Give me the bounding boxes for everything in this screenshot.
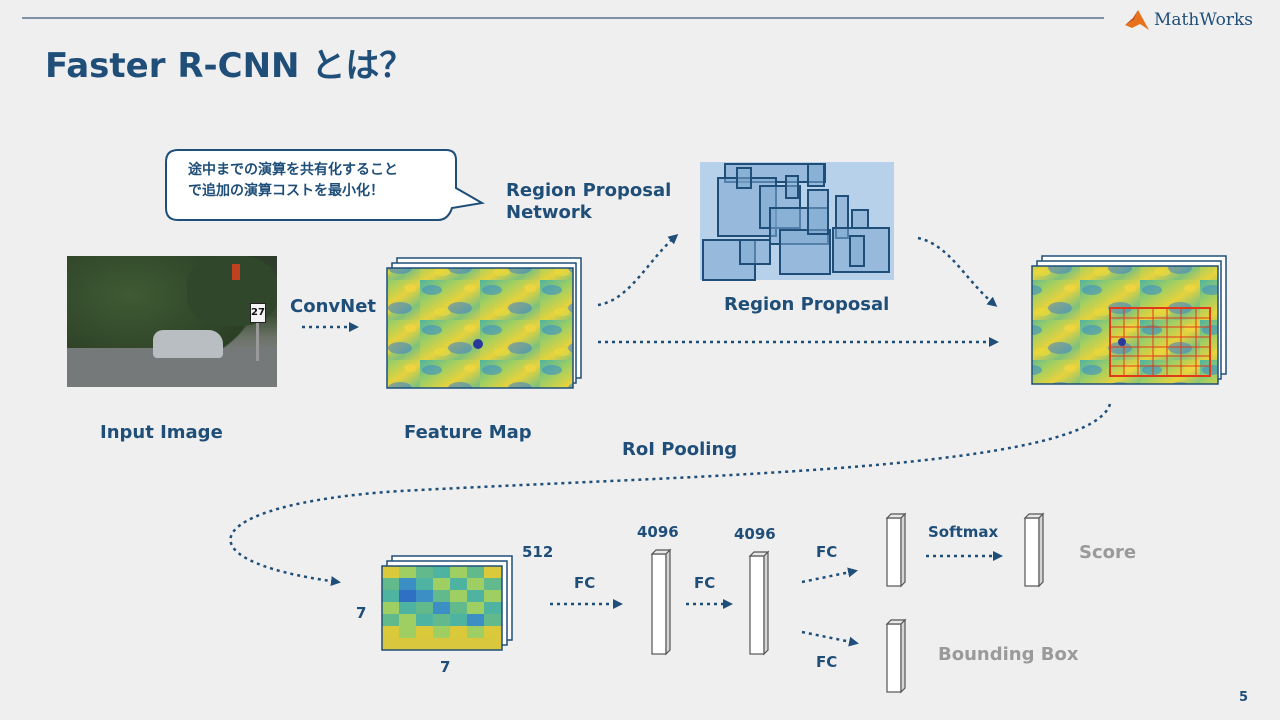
- arrow-to-rpn: [597, 234, 679, 307]
- size2-label: 4096: [734, 525, 776, 543]
- feature-map-label: Feature Map: [404, 422, 532, 443]
- convnet-label: ConvNet: [290, 296, 377, 317]
- roi-feature-map: [1031, 255, 1227, 385]
- pooled-map-stack: [381, 555, 513, 651]
- membrane-logo-icon: [1125, 10, 1149, 30]
- fc4-label: FC: [816, 653, 838, 671]
- logo-text: MathWorks: [1154, 10, 1254, 30]
- rpn-label-line2: Network: [506, 202, 592, 223]
- dim-depth-label: 512: [522, 543, 554, 561]
- bounding-box-label: Bounding Box: [938, 644, 1079, 665]
- fc3-label: FC: [816, 543, 838, 561]
- arrow-fc3: [801, 567, 858, 584]
- region-proposal-label: Region Proposal: [724, 294, 890, 315]
- arrow-fc4: [801, 630, 859, 647]
- fc-layer-4096-b: [748, 550, 770, 656]
- fc1-label: FC: [574, 574, 596, 592]
- input-image-label: Input Image: [100, 422, 223, 443]
- feature-map-stack: [386, 257, 582, 389]
- speed-sign: 27: [250, 303, 266, 323]
- roi-pooling-label: RoI Pooling: [622, 439, 738, 460]
- callout-text: 途中までの演算を共有化すること で追加の演算コストを最小化！: [188, 160, 450, 202]
- mathworks-logo: MathWorks: [1124, 6, 1253, 34]
- softmax-label: Softmax: [928, 523, 999, 541]
- score-label: Score: [1079, 542, 1137, 563]
- region-proposal-image: [700, 162, 894, 281]
- header-rule: [22, 17, 1104, 19]
- dim-height-label: 7: [356, 604, 367, 622]
- page-number: 5: [1238, 690, 1248, 705]
- callout-bubble: [165, 149, 485, 221]
- fc-layer-4096-a: [650, 548, 672, 656]
- callout-line-2: で追加の演算コストを最小化！: [188, 183, 384, 199]
- arrow-rpn-to-roi: [917, 236, 998, 307]
- score-layer: [1023, 512, 1045, 588]
- slide-title: Faster R-CNN とは？: [45, 46, 414, 86]
- input-image: 27: [67, 256, 277, 387]
- car-icon: [153, 330, 223, 358]
- dim-width-label: 7: [440, 658, 451, 676]
- size1-label: 4096: [637, 523, 679, 541]
- bbox-layer: [885, 618, 907, 694]
- callout-line-1: 途中までの演算を共有化すること: [188, 162, 398, 178]
- rpn-label-line1: Region Proposal: [506, 180, 672, 201]
- fc-layer-class: [885, 512, 907, 588]
- fc2-label: FC: [694, 574, 716, 592]
